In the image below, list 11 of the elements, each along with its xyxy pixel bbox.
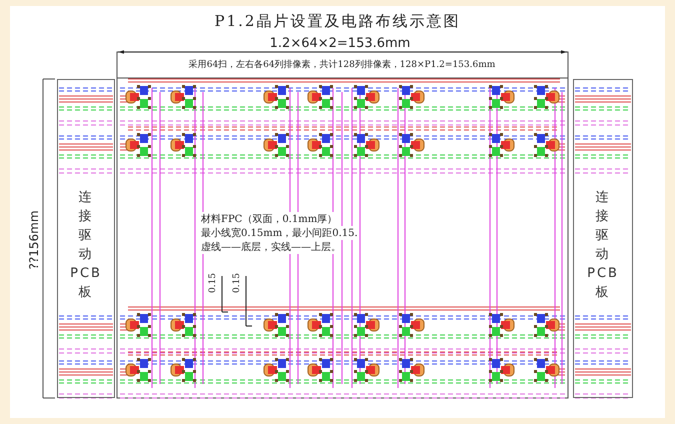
note-text: 采用64扫，左右各64列排像素，共计128列排像素，128×P1.2=153.6mm [188,58,496,71]
diagram-title: P1.2晶片设置及电路布线示意图 [214,12,462,31]
dimension-text: 1.2×64×2=153.6mm [270,36,410,51]
dimension-text: 0.15 [232,272,242,294]
pcb-panel [57,79,115,398]
pcb-panel [573,79,633,398]
panel-label: 连接驱动PCB板 [69,189,103,302]
dimension-text: ??156mm [27,210,41,270]
panel-label: 连接驱动PCB板 [586,189,620,302]
dimension-text: 0.15 [208,272,218,294]
material-note: 最小线宽0.15mm，最小间距0.15. [201,226,358,240]
